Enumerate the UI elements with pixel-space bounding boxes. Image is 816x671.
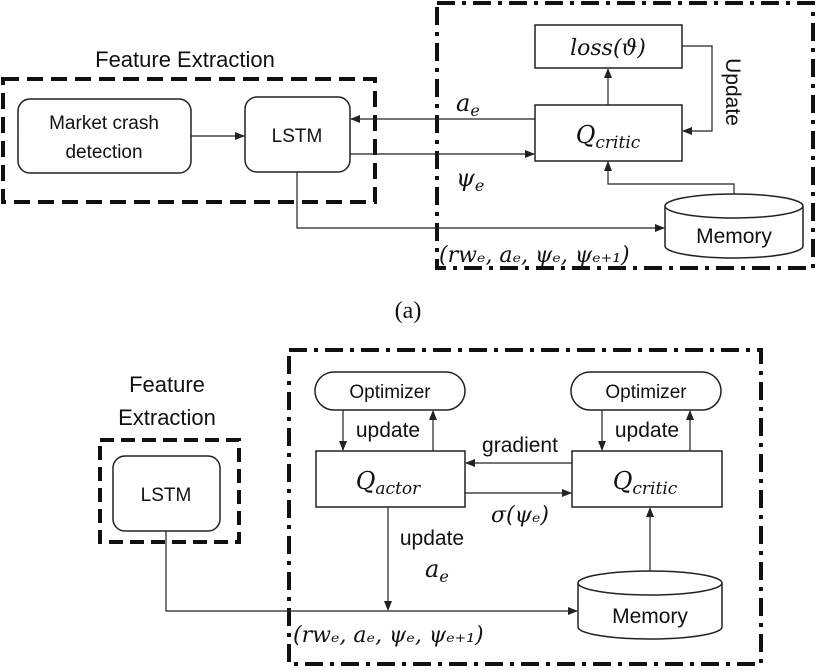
market-crash-line1: Market crash: [49, 113, 159, 134]
psi-a-main: ψ: [456, 164, 476, 192]
ae-label-a: ae: [456, 89, 480, 120]
q-actor-sub: actor: [375, 479, 421, 499]
optimizer-right: [570, 371, 722, 411]
critic-training-box: [435, 1, 815, 270]
update-ae-line1: update: [400, 527, 464, 550]
memory-label-b: Memory: [612, 605, 688, 628]
update-ae-line2: ae: [425, 555, 449, 586]
gradient-label: gradient: [482, 434, 558, 457]
arrow-memory-to-critic-a: [604, 161, 735, 194]
q-critic-a-sub: critic: [595, 133, 640, 153]
q-critic-b-main: Q: [613, 467, 633, 495]
feature-extraction-box: [1, 77, 377, 204]
memory-label-a: Memory: [696, 225, 772, 248]
lstm-label-a: LSTM: [272, 126, 323, 147]
psi-a-sub: e: [475, 176, 484, 195]
caption-a: (a): [395, 298, 422, 324]
q-actor-box: [315, 450, 466, 508]
feature-extraction-title: Feature Extraction: [95, 47, 275, 72]
panel-b: Feature Extraction LSTM Optimizer Optimi…: [98, 348, 763, 666]
q-critic-label-a: Qcritic: [576, 121, 641, 153]
update-left-label: update: [356, 419, 420, 442]
loss-label: loss(ϑ): [570, 36, 646, 61]
feature-extraction-b-line1: Feature: [129, 372, 205, 397]
feature-extraction-b-line2: Extraction: [118, 405, 216, 430]
ae-a-sub: e: [470, 101, 479, 120]
q-critic-box-b: [571, 450, 723, 508]
lstm-label-b: LSTM: [141, 485, 192, 506]
market-crash-line2: detection: [65, 142, 142, 163]
tuple-label-a: (rwₑ, aₑ, ψₑ, ψₑ₊₁): [439, 243, 630, 268]
actor-critic-box: [287, 348, 763, 666]
update-ae-sub: e: [439, 567, 448, 586]
update-right-label: update: [615, 419, 679, 442]
update-ae-main: a: [425, 555, 439, 583]
q-critic-b-sub: critic: [632, 479, 677, 499]
tuple-label-b: (rwₑ, aₑ, ψₑ, ψₑ₊₁): [293, 623, 484, 648]
q-actor-main: Q: [356, 467, 376, 495]
q-critic-a-main: Q: [576, 121, 596, 149]
update-loop-arrow: [682, 45, 713, 135]
arrow-lstm-to-memory-a: [296, 172, 665, 232]
sigma-label: σ(ψₑ): [491, 503, 549, 528]
arrow-lstm-to-memory-b: [165, 531, 578, 615]
optimizer-right-label: Optimizer: [605, 382, 687, 403]
memory-cylinder-b: [577, 570, 723, 640]
q-critic-label-b: Qcritic: [613, 467, 678, 499]
optimizer-left-label: Optimizer: [349, 382, 431, 403]
q-actor-label: Qactor: [356, 467, 421, 499]
panel-a: Feature Extraction Market crash detectio…: [1, 1, 815, 324]
optimizer-left: [314, 371, 466, 411]
psi-label-a: ψe: [456, 164, 484, 195]
ae-a-main: a: [456, 89, 470, 117]
feature-extraction-box-b: [98, 438, 241, 544]
update-label-a: Update: [721, 58, 744, 126]
